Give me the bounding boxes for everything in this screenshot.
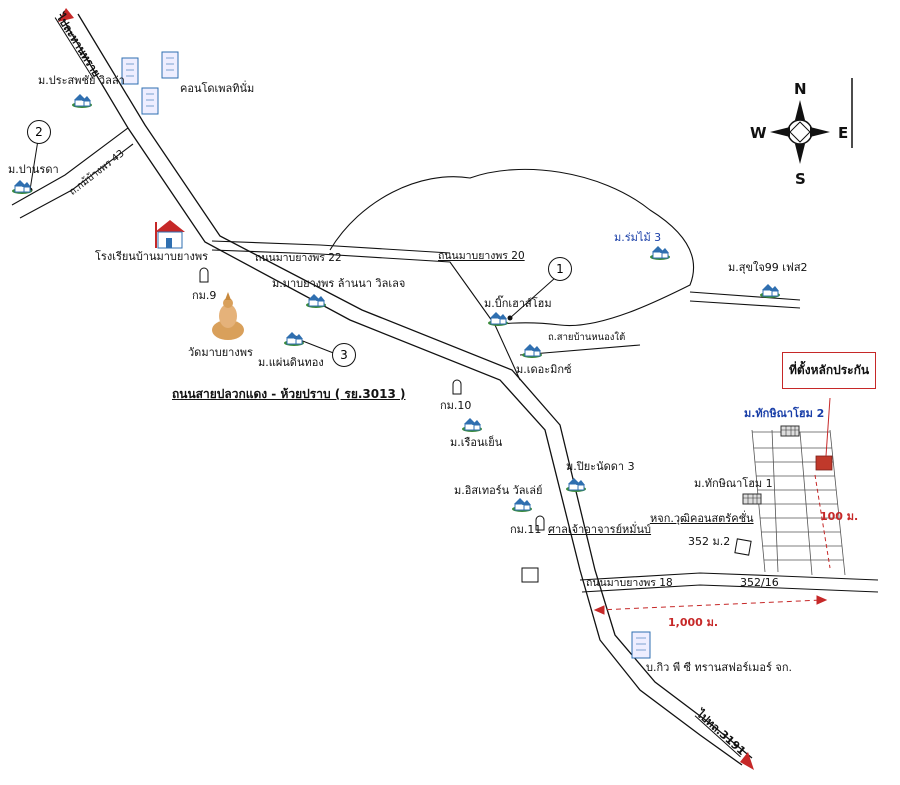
house-icon-bighome <box>488 310 508 326</box>
house-icon-themix <box>522 342 542 358</box>
temple-label: วัดมาบยางพร <box>188 346 253 359</box>
themix-label: ม.เดอะมิกซ์ <box>516 363 572 376</box>
grid-line <box>799 431 813 576</box>
main-road <box>59 13 753 766</box>
collateral-callout: ที่ตั้งหลักประกัน <box>782 352 877 389</box>
factory-label: บ.กิว พี ซี ทรานสฟอร์เมอร์ จก. <box>646 661 793 674</box>
house-icon-panrada <box>12 178 32 194</box>
collateral-plot <box>815 455 833 471</box>
house-icon-isarawan <box>512 496 532 512</box>
school-icon <box>155 220 185 249</box>
house-icon-lanna <box>306 292 326 308</box>
thakshina2-label: ม.ทักษิณาโฮม 2 <box>744 407 825 420</box>
condo-label: คอนโดเพลทินั่ม <box>180 82 255 95</box>
prasabchai-label: ม.ประสพชัย วิลล่า <box>38 74 125 87</box>
marker-1: 1 <box>548 257 572 281</box>
compass-east: E <box>838 124 849 142</box>
distance-1000 <box>593 595 828 615</box>
temple-icon <box>212 292 244 340</box>
piyanatda3-label: ม.ปิยะนัดดา 3 <box>566 460 635 473</box>
south-end-arrow <box>740 752 754 770</box>
marker-2-line <box>29 139 39 191</box>
compass-west: W <box>750 124 767 142</box>
square-building-2 <box>734 538 752 556</box>
hj-construction-label: หจก.วุฒิคอนสตรัคชั่น <box>650 512 754 525</box>
house-icon-prasabchai <box>72 92 92 108</box>
km9-label: กม.9 <box>192 289 217 302</box>
road-18 <box>579 572 879 593</box>
callout-leader <box>825 397 831 457</box>
paendinthong-label: ม.แผ่นดินทอง <box>258 356 324 369</box>
distance-1000-label: 1,000 ม. <box>668 616 719 629</box>
building-icon-thakshina1 <box>742 490 762 506</box>
compass-south: S <box>795 170 806 188</box>
km10-label: กม.10 <box>440 399 472 412</box>
building-icon-thakshina2 <box>780 422 800 438</box>
factory-icon <box>631 631 651 659</box>
road-22-20 <box>211 168 801 381</box>
sukjai99-label: ม.สุขใจ99 เฟส2 <box>728 261 808 274</box>
rommai3-label: ม.ร่มไม้ 3 <box>614 231 662 244</box>
panrada-label: ม.ปานรดา <box>8 163 59 176</box>
condo-icon <box>121 51 179 115</box>
compass-north: N <box>794 80 807 98</box>
thakshina1-label: ม.ทักษิณาโฮม 1 <box>694 477 773 490</box>
plot-352-16-label: 352/16 <box>740 576 779 589</box>
road-small-label: ถ.สายบ้านหนองใต้ <box>548 332 626 343</box>
compass-icon <box>770 78 853 164</box>
marker-1-line <box>509 277 556 319</box>
plot-352-2-label: 352 ม.2 <box>688 535 731 548</box>
road-43 <box>11 127 134 219</box>
square-building-1 <box>521 567 539 583</box>
marker-1-dot <box>507 315 513 321</box>
school-label: โรงเรียนบ้านมาบยางพร <box>95 250 209 263</box>
house-icon-paendinthong <box>284 330 304 346</box>
road-22-label: ถนนมาบยางพร 22 <box>255 252 342 264</box>
house-icon-rommai3 <box>650 244 670 260</box>
road-main-label: ถนนสายปลวกแดง - ห้วยปราบ ( รย.3013 ) <box>172 387 406 401</box>
house-icon-ruenyen <box>462 416 482 432</box>
marker-3: 3 <box>332 343 356 367</box>
distance-100 <box>814 474 831 569</box>
shrine-label: ศาลเจ้าอาจารย์หมั่นบ์ <box>548 523 652 536</box>
subdivision-grid <box>751 429 846 576</box>
distance-100-label: 100 ม. <box>820 510 859 523</box>
bighome-label: ม.บิ๊กเฮาส์โฮม <box>484 297 552 310</box>
ruenyen-label: ม.เรือนเย็น <box>450 436 503 449</box>
marker-2: 2 <box>27 120 51 144</box>
km11-label: กม.11 <box>510 523 542 536</box>
isarawan-label: ม.อิสเทอร์น วัลเล่ย์ <box>454 484 543 497</box>
road-20-label: ถนนมาบยางพร 20 <box>438 250 525 262</box>
house-icon-piyanatda3 <box>566 476 586 492</box>
lanna-label: ม.มาบยางพร ล้านนา วิลเลจ <box>272 277 406 290</box>
house-icon-sukjai99 <box>760 282 780 298</box>
road-18-label: ถนนมาบยางพร 18 <box>586 577 673 589</box>
km-markers <box>199 267 545 531</box>
north-end-arrow <box>58 8 74 22</box>
